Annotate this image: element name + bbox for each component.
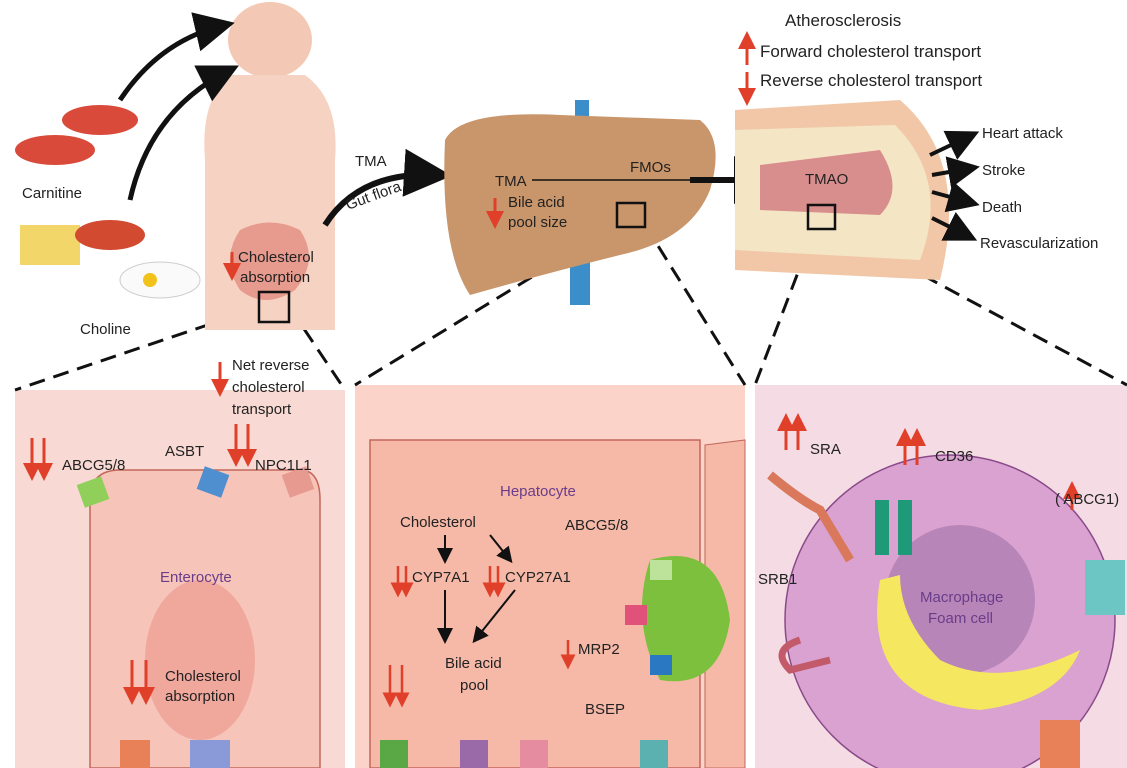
cholesterol-absorption-label: Cholesterol — [238, 249, 314, 266]
outcome-revascularization: Revascularization — [980, 235, 1098, 252]
net-reverse-label-2: cholesterol — [232, 379, 305, 396]
hepatocyte-label: Hepatocyte — [500, 483, 576, 500]
cholesterol-label: Cholesterol — [400, 514, 476, 531]
srb1-label: SRB1 — [758, 571, 797, 588]
liver-illustration — [444, 100, 716, 305]
bile-acid-pool-size-label-2: pool size — [508, 214, 567, 231]
macrophage-label: Macrophage — [920, 589, 1003, 606]
outcome-death: Death — [982, 199, 1022, 216]
outcome-heart-attack: Heart attack — [982, 125, 1063, 142]
liver-abcg58-label: ABCG5/8 — [565, 517, 628, 534]
sra-label: SRA — [810, 441, 841, 458]
enterocyte-label: Enterocyte — [160, 569, 232, 586]
liver-tma-label: TMA — [495, 173, 527, 190]
cholesterol-absorption-cell-label-2: absorption — [165, 688, 235, 705]
tmao-label: TMAO — [805, 171, 848, 188]
bile-acid-pool-label: Bile acid — [445, 655, 502, 672]
foam-cell-label: Foam cell — [928, 610, 993, 627]
legend-forward: Forward cholesterol transport — [760, 42, 981, 61]
abcg58-label: ABCG5/8 — [62, 457, 125, 474]
artery-illustration — [735, 100, 949, 280]
cd36-label: CD36 — [935, 448, 973, 465]
net-reverse-label: Net reverse — [232, 357, 310, 374]
macrophage-illustration — [767, 454, 1125, 768]
asbt-label: ASBT — [165, 443, 204, 460]
bile-acid-pool-size-label: Bile acid — [508, 194, 565, 211]
bsep-label: BSEP — [585, 701, 625, 718]
mrp2-label: MRP2 — [578, 641, 620, 658]
choline-label: Choline — [80, 321, 131, 338]
npc1l1-label: NPC1L1 — [255, 457, 312, 474]
enterocyte-illustration — [76, 466, 321, 768]
pathway-arrows — [437, 534, 516, 644]
cyp27a1-label: CYP27A1 — [505, 569, 571, 586]
legend-reverse: Reverse cholesterol transport — [760, 71, 982, 90]
legend-title: Atherosclerosis — [785, 11, 901, 30]
cyp7a1-label: CYP7A1 — [412, 569, 470, 586]
outcome-stroke: Stroke — [982, 162, 1025, 179]
fmos-label: FMOs — [630, 159, 671, 176]
tma-label: TMA — [355, 153, 387, 170]
carnitine-label: Carnitine — [22, 185, 82, 202]
food-illustration — [15, 12, 239, 299]
abcg1-label: ( ABCG1) — [1055, 491, 1119, 508]
bile-acid-pool-label-2: pool — [460, 677, 488, 694]
cholesterol-absorption-label-2: absorption — [240, 269, 310, 286]
hepatocyte-illustration — [369, 439, 746, 768]
cholesterol-absorption-cell-label: Cholesterol — [165, 668, 241, 685]
outcome-arrows — [929, 130, 980, 241]
down-arrows — [23, 424, 257, 705]
net-reverse-label-3: transport — [232, 401, 292, 418]
